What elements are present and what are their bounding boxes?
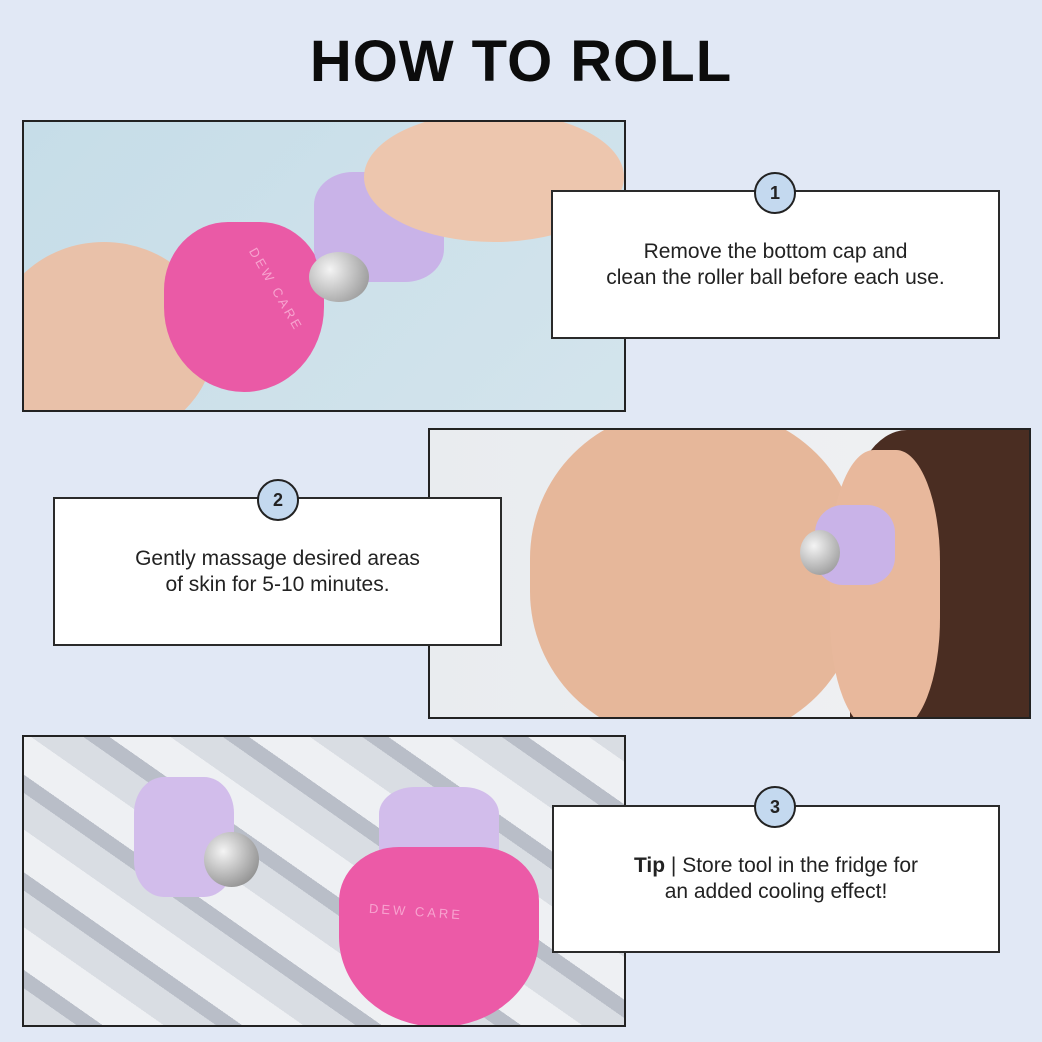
photo-ice-storage: DEW CARE [22,735,626,1027]
photo-massage-face [428,428,1031,719]
step-1-badge: 1 [754,172,796,214]
page-title: HOW TO ROLL [309,29,733,94]
face [530,430,860,717]
tip-label: Tip [633,854,666,877]
step-2-text-line2: of skin for 5-10 minutes. [165,572,390,596]
roller-ball [309,252,369,302]
step-1-text-line1: Remove the bottom cap and [643,239,908,263]
step-3-card: Tip | Store tool in the fridge for an add… [552,805,1000,953]
photo-remove-cap: DEW CARE [22,120,626,412]
pink-cap [339,847,539,1025]
pink-cap [164,222,324,392]
step-3-badge: 3 [754,786,796,828]
roller-ball [800,530,840,575]
roller-ball [204,832,259,887]
step-1-text-line2: clean the roller ball before each use. [606,265,945,289]
step-3-text-line2: an added cooling effect! [664,880,888,903]
step-3-text-line1: | Store tool in the fridge for [665,854,919,877]
step-2-text-line1: Gently massage desired areas [135,546,420,570]
step-2-badge: 2 [257,479,299,521]
